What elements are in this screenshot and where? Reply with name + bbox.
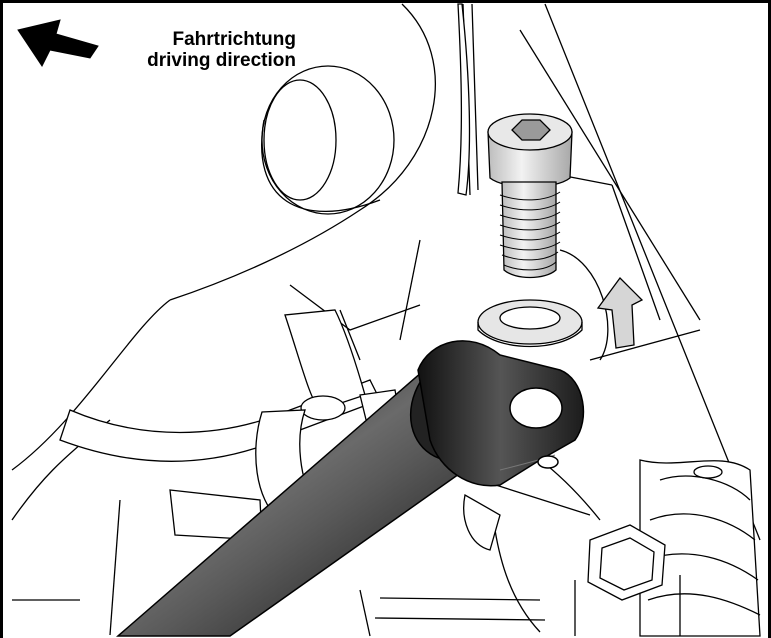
cap-screw: [487, 113, 573, 279]
arrow-up-left-icon: [17, 19, 99, 67]
hex-nut: [574, 524, 681, 636]
background-hose: [59, 309, 403, 521]
washer: [477, 299, 583, 348]
bellows-boot: [639, 459, 761, 637]
driving-direction-label: Fahrtrichtung driving direction: [100, 29, 296, 71]
arrow-up-icon: [596, 277, 644, 349]
hose-clamp: [417, 340, 585, 487]
label-english: driving direction: [147, 50, 296, 71]
lower-bracket: [169, 479, 591, 551]
round-boss: [261, 65, 395, 215]
thin-pipe: [457, 3, 471, 196]
label-german: Fahrtrichtung: [172, 29, 297, 50]
